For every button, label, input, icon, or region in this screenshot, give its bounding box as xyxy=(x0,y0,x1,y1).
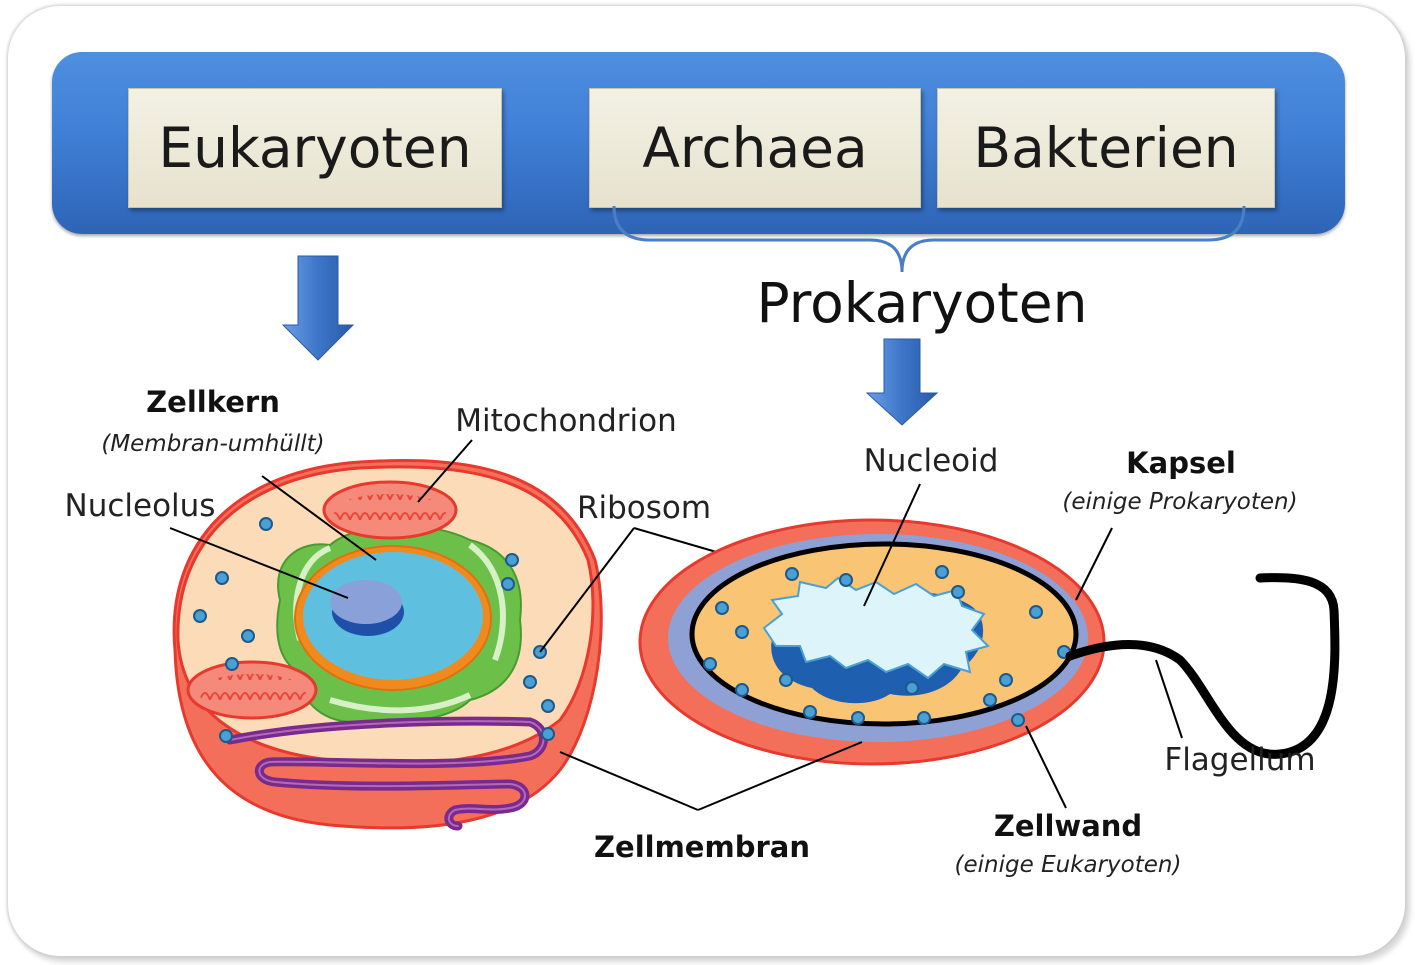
eukaryotic-cell xyxy=(172,459,603,831)
nucleus-note: (Membran-umhüllt) xyxy=(101,431,324,457)
eukaryotes-box: Eukaryoten xyxy=(128,88,502,208)
cell-wall-note: (einige Eukaryoten) xyxy=(955,852,1182,878)
prokaryote-leader-lines xyxy=(559,483,1183,811)
bacteria-label: Bakterien xyxy=(973,116,1239,180)
mitochondrion-top xyxy=(322,480,458,540)
ribosomes xyxy=(193,517,555,743)
nucleolus xyxy=(330,580,404,636)
mitochondrion-bottom xyxy=(186,660,318,720)
prokaryotes-arrow-icon xyxy=(865,338,939,426)
flagellum-label: Flagellum xyxy=(1164,742,1315,778)
eukaryotes-label: Eukaryoten xyxy=(158,116,472,180)
ribosome-label: Ribosom xyxy=(577,490,711,526)
mitochondrion-label: Mitochondrion xyxy=(455,403,676,439)
nucleolus-label: Nucleolus xyxy=(65,488,216,524)
cell-membrane-label: Zellmembran xyxy=(594,830,810,864)
archaea-box: Archaea xyxy=(589,88,921,208)
bacteria-box: Bakterien xyxy=(937,88,1275,208)
capsule-label: Kapsel xyxy=(1126,446,1236,480)
eukaryote-leader-lines xyxy=(169,439,793,653)
prokaryotic-cell xyxy=(638,518,1340,766)
prokaryotes-label: Prokaryoten xyxy=(757,271,1088,335)
nucleus-label: Zellkern xyxy=(146,385,280,419)
flagellum xyxy=(1065,573,1340,759)
nucleoid-label: Nucleoid xyxy=(864,443,999,479)
prokaryotes-brace xyxy=(612,205,1246,273)
cell-wall-label: Zellwand xyxy=(994,809,1142,843)
archaea-label: Archaea xyxy=(642,116,868,180)
capsule-note: (einige Prokaryoten) xyxy=(1062,489,1297,515)
prokaryote-ribosomes xyxy=(703,565,1071,727)
eukaryotes-arrow-icon xyxy=(281,255,355,361)
